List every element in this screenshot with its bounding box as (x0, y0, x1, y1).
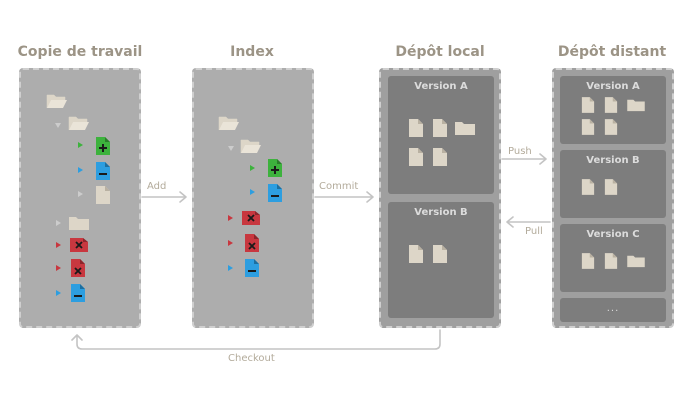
deleted-folder-icon (241, 210, 261, 226)
add-arrow (141, 191, 187, 203)
expand-arrow-icon (55, 123, 61, 128)
remote-version-c-title: Version C (586, 229, 640, 240)
chevron-right-icon (78, 142, 83, 148)
working-copy-tree (46, 94, 111, 303)
file-icon (581, 119, 595, 135)
modified-file-icon (70, 283, 86, 303)
commit-arrow (314, 191, 374, 203)
modified-file-icon (95, 161, 111, 181)
deleted-file-icon (244, 233, 260, 253)
root-folder-icon (218, 116, 240, 131)
file-icon (433, 245, 447, 263)
pull-arrow (506, 216, 551, 228)
file-icon (409, 148, 423, 166)
remote-version-more: ... (560, 298, 666, 322)
file-icon (409, 119, 423, 137)
deleted-folder-icon (69, 237, 89, 253)
folder-icon (627, 99, 645, 112)
chevron-right-icon (250, 189, 255, 195)
file-icon (604, 179, 618, 195)
push-arrow (501, 153, 547, 165)
chevron-right-icon (56, 265, 61, 271)
remote-more-ellipsis: ... (606, 303, 620, 314)
folder-icon (627, 255, 645, 268)
chevron-right-icon (250, 165, 255, 171)
added-file-icon (95, 136, 111, 156)
chevron-right-icon (228, 240, 233, 246)
expand-arrow-icon (228, 146, 234, 151)
chevron-right-icon (56, 290, 61, 296)
file-icon (581, 97, 595, 113)
local-version-a-files (409, 119, 475, 166)
index-title: Index (230, 44, 274, 60)
file-icon (433, 148, 447, 166)
modified-file-icon (244, 258, 260, 278)
deleted-file-icon (70, 258, 86, 278)
file-icon (581, 253, 595, 269)
file-icon (604, 97, 618, 113)
remote-version-b-files (581, 179, 618, 195)
add-label: Add (147, 181, 167, 192)
file-icon (581, 179, 595, 195)
chevron-right-icon (228, 265, 233, 271)
working-copy-title: Copie de travail (17, 44, 143, 60)
root-folder-icon (46, 94, 68, 109)
added-file-icon (267, 158, 283, 178)
file-icon (604, 253, 618, 269)
file-icon (433, 119, 447, 137)
folder-icon (455, 122, 475, 135)
local-repo-title: Dépôt local (395, 44, 485, 60)
commit-label: Commit (319, 181, 359, 192)
modified-file-icon (267, 183, 283, 203)
push-label: Push (508, 146, 532, 157)
file-icon (409, 245, 423, 263)
chevron-right-icon (78, 167, 83, 173)
untracked-file-icon (96, 186, 110, 204)
folder-icon (69, 217, 89, 230)
local-version-b-title: Version B (414, 207, 468, 218)
remote-version-a-title: Version A (586, 81, 640, 92)
index-tree (218, 116, 283, 278)
chevron-right-icon (56, 242, 61, 248)
pull-label: Pull (525, 226, 543, 237)
remote-version-b-title: Version B (586, 155, 640, 166)
local-version-b-files (409, 245, 447, 263)
file-icon (604, 119, 618, 135)
local-version-a-title: Version A (414, 81, 468, 92)
chevron-right-icon (78, 191, 83, 197)
index-panel (192, 68, 314, 328)
checkout-arrow (71, 329, 441, 350)
remote-version-c-files (581, 253, 645, 269)
chevron-right-icon (228, 215, 233, 221)
subfolder-icon (240, 139, 262, 154)
subfolder-icon (68, 116, 90, 131)
checkout-label: Checkout (228, 353, 275, 364)
chevron-right-icon (56, 220, 61, 226)
remote-version-a-files (581, 97, 645, 135)
remote-repo-title: Dépôt distant (557, 44, 667, 60)
